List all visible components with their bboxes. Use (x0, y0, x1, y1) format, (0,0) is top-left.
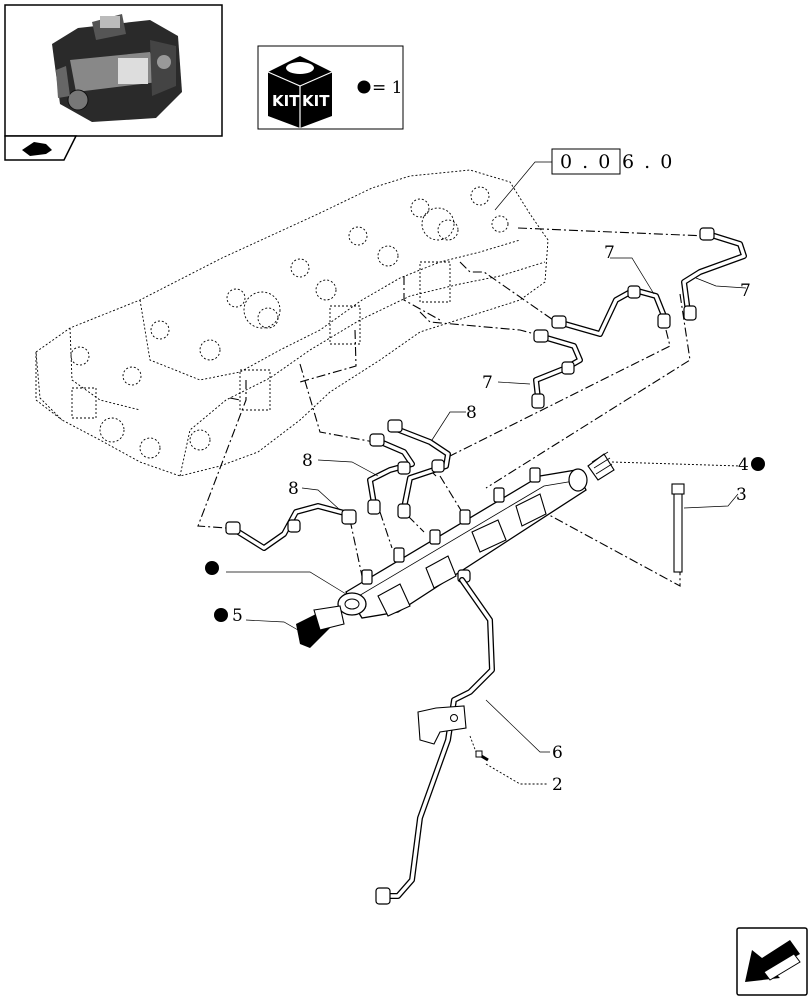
callout-7-upper-right-label: 7 (740, 281, 751, 301)
injector-pipe-7-upper-right (681, 227, 747, 321)
callout-7-upper-right: 7 (604, 243, 615, 263)
next-page-arrow-icon (745, 940, 801, 982)
callout-labels: 7 7 7 8 8 8 4 3 5 6 2 (232, 243, 751, 795)
assembly-lines (197, 227, 707, 587)
kit-equals-text: = 1 (372, 78, 402, 98)
screw-part-2 (469, 735, 548, 785)
common-rail (337, 467, 588, 619)
stud-part-3 (671, 483, 739, 573)
injector-pipes (225, 227, 747, 551)
feed-pipe-part-6 (375, 577, 550, 905)
callout-5: 5 (232, 606, 243, 626)
callout-leaders (226, 257, 747, 595)
injector-pipe-7-center (551, 285, 671, 337)
injector-pipe-7-left (531, 329, 583, 409)
callout-7-left: 7 (482, 373, 493, 393)
callout-3: 3 (736, 485, 747, 505)
injector-pipe-8-lower (225, 503, 357, 551)
next-page-button[interactable] (736, 927, 808, 996)
kit-marker-rail (205, 561, 219, 575)
callout-8-upper: 8 (466, 403, 477, 423)
kit-legend: KIT KIT = 1 (257, 45, 404, 130)
plug-part-4 (587, 451, 741, 481)
callout-6: 6 (552, 743, 563, 763)
engine-thumbnail (4, 4, 223, 161)
kit-label-left: KIT (272, 92, 300, 110)
cylinder-head-outline (35, 169, 549, 477)
injector-pipe-8-middle (367, 433, 415, 515)
kit-box-icon: KIT KIT (267, 56, 333, 128)
kit-label-right: KIT (302, 92, 330, 110)
reference-leader (494, 161, 552, 211)
pressure-sensor-part-5 (245, 605, 345, 648)
kit-marker-4 (751, 457, 765, 471)
callout-8-lower: 8 (288, 479, 299, 499)
filled-dot-icon (357, 80, 371, 94)
engine-thumbnail-icon (52, 14, 182, 122)
reference-code-boxed: 0 . 0 (560, 151, 612, 173)
reference-code: 0 . 0 6 . 0 (494, 148, 674, 211)
hand-arrow-icon (22, 142, 52, 156)
callout-8-middle: 8 (302, 451, 313, 471)
kit-marker-5 (214, 608, 228, 622)
injector-pipe-8-upper (387, 419, 451, 519)
reference-code-suffix: 6 . 0 (622, 151, 674, 173)
callout-4: 4 (738, 455, 749, 475)
callout-2: 2 (552, 775, 563, 795)
